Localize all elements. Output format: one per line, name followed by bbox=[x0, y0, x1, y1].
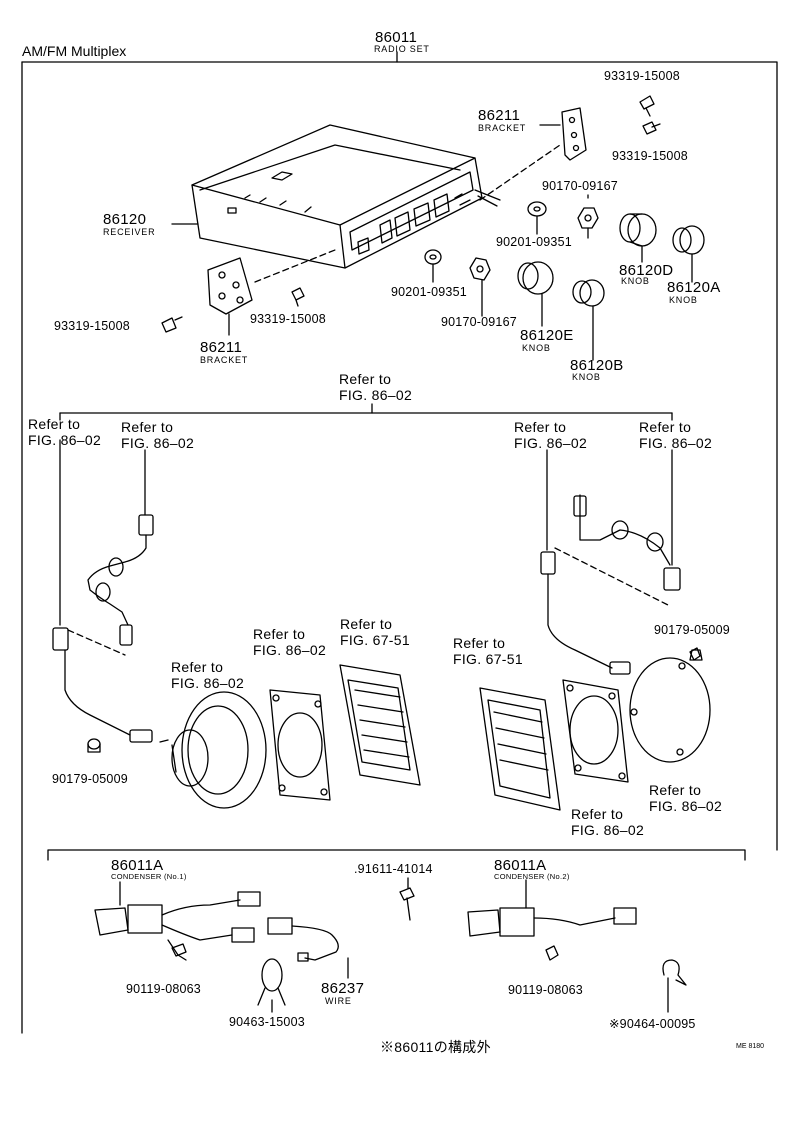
receiver-name: RECEIVER bbox=[103, 227, 156, 237]
washer-b-number: 90201-09351 bbox=[391, 285, 467, 299]
clip-number: ※90464-00095 bbox=[609, 1017, 696, 1031]
receiver-number: 86120 bbox=[103, 211, 147, 228]
reference-left-speaker-mount: Refer to FIG. 86–02 bbox=[253, 626, 327, 658]
reference-right-grille: Refer to FIG. 67-51 bbox=[453, 635, 523, 667]
grommet-left-number: 90179-05009 bbox=[52, 772, 128, 786]
grommet-left-drawing bbox=[87, 738, 101, 753]
reference-left-grille: Refer to FIG. 67-51 bbox=[340, 616, 410, 648]
grommet-right-drawing bbox=[689, 649, 703, 661]
reference-left-2: Refer to FIG. 86–02 bbox=[121, 419, 195, 451]
bracket-right-number: 86211 bbox=[478, 107, 521, 124]
bolt-left-number: 90119-08063 bbox=[126, 982, 201, 996]
right-speaker-drawing bbox=[479, 647, 711, 811]
reference-left-speaker: Refer to FIG. 86–02 bbox=[171, 659, 245, 691]
knob-e-number: 86120E bbox=[520, 327, 574, 344]
footnote: ※86011の構成外 bbox=[380, 1039, 491, 1055]
radio-set-number: 86011 bbox=[375, 29, 418, 46]
knob-a-number: 86120A bbox=[667, 279, 721, 296]
knob-b-name: KNOB bbox=[572, 372, 601, 382]
left-harness-drawing bbox=[52, 439, 154, 743]
reference-left-1: Refer to FIG. 86–02 bbox=[28, 416, 102, 448]
bracket-right-drawing bbox=[479, 107, 587, 201]
condenser-2-number: 86011A bbox=[494, 857, 547, 874]
radio-set-name: RADIO SET bbox=[374, 44, 430, 54]
figure-code: ME 8180 bbox=[736, 1043, 765, 1050]
bracket-left-number: 86211 bbox=[200, 339, 243, 356]
reference-center: Refer to FIG. 86–02 bbox=[339, 371, 413, 403]
condenser-1-number: 86011A bbox=[111, 857, 164, 874]
condenser-2-drawing bbox=[467, 879, 637, 961]
left-speaker-drawing bbox=[159, 664, 421, 809]
receiver-drawing bbox=[191, 124, 501, 269]
bracket-right-name: BRACKET bbox=[478, 123, 527, 133]
condenser-1-drawing bbox=[94, 881, 261, 961]
bracket-left-name: BRACKET bbox=[200, 355, 249, 365]
wire-name: WIRE bbox=[325, 996, 352, 1006]
clip-drawing bbox=[662, 959, 687, 1013]
bolt-top-number: .91611-41014 bbox=[354, 862, 433, 876]
condenser-2-name: CONDENSER (No.2) bbox=[494, 872, 570, 881]
bracket-left-drawing bbox=[207, 249, 336, 336]
bolt-top-drawing bbox=[399, 877, 415, 921]
knob-b-number: 86120B bbox=[570, 357, 624, 374]
nut-b-number: 90170-09167 bbox=[441, 315, 517, 329]
screw-c-number: 93319-15008 bbox=[250, 312, 326, 326]
screw-drawings bbox=[161, 95, 661, 333]
right-harness-drawing bbox=[540, 449, 681, 675]
reference-right-speaker-mount: Refer to FIG. 86–02 bbox=[571, 806, 645, 838]
wire-number: 86237 bbox=[321, 980, 365, 997]
screw-b-number: 93319-15008 bbox=[612, 149, 688, 163]
screw-d-number: 93319-15008 bbox=[54, 319, 130, 333]
clamp-drawing bbox=[257, 958, 286, 1013]
nut-a-number: 90170-09167 bbox=[542, 179, 618, 193]
assembly-frame bbox=[21, 51, 778, 1034]
knob-e-name: KNOB bbox=[522, 343, 551, 353]
bolt-right-number: 90119-08063 bbox=[508, 983, 583, 997]
knob-drawings bbox=[171, 194, 705, 361]
condenser-1-name: CONDENSER (No.1) bbox=[111, 872, 187, 881]
diagram-title: AM/FM Multiplex bbox=[22, 43, 127, 59]
grommet-right-number: 90179-05009 bbox=[654, 623, 730, 637]
reference-right-1: Refer to FIG. 86–02 bbox=[514, 419, 588, 451]
knob-d-name: KNOB bbox=[621, 276, 650, 286]
knob-d-number: 86120D bbox=[619, 262, 674, 279]
washer-a-number: 90201-09351 bbox=[496, 235, 572, 249]
clamp-number: 90463-15003 bbox=[229, 1015, 305, 1029]
wire-drawing bbox=[267, 917, 349, 979]
screw-a-number: 93319-15008 bbox=[604, 69, 680, 83]
reference-right-speaker: Refer to FIG. 86–02 bbox=[649, 782, 723, 814]
reference-right-2: Refer to FIG. 86–02 bbox=[639, 419, 713, 451]
knob-a-name: KNOB bbox=[669, 295, 698, 305]
